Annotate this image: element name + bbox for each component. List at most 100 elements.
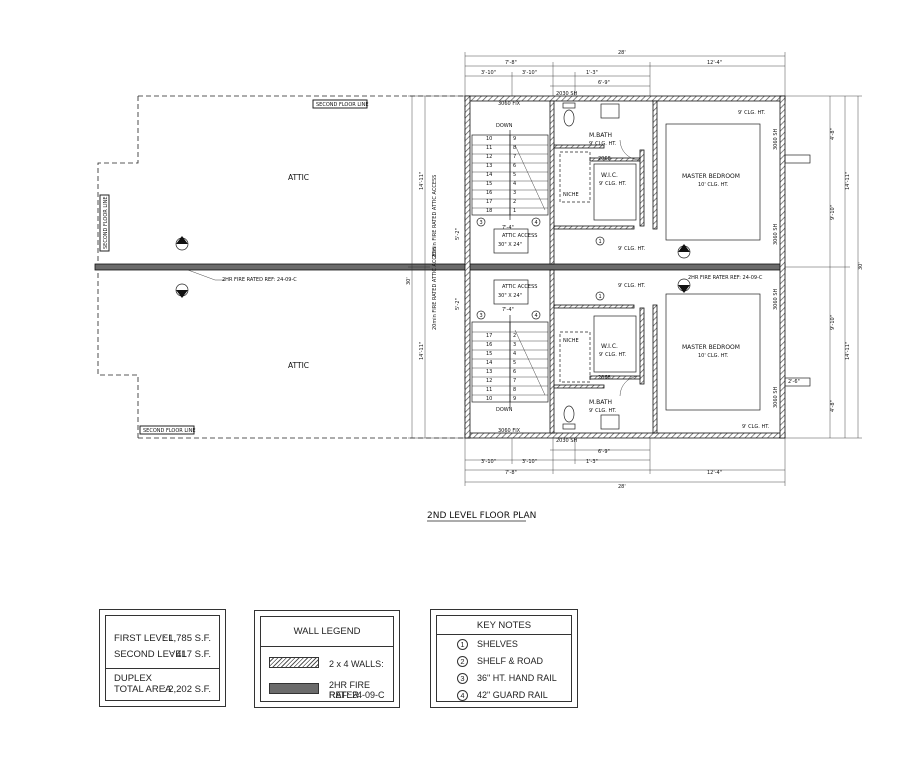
shower-lower xyxy=(559,331,591,383)
callout-4-upper: 4 xyxy=(531,217,541,227)
fire-wall-leader xyxy=(187,269,225,281)
walls-2x4-label: 2 x 4 WALLS: xyxy=(329,659,384,669)
svg-text:1: 1 xyxy=(599,294,602,300)
dimension-left xyxy=(408,95,465,439)
svg-text:30" X 24": 30" X 24" xyxy=(498,242,522,248)
key-note-text: 36" HT. HAND RAIL xyxy=(477,673,557,683)
callout-1-upper: 1 xyxy=(595,236,605,246)
svg-text:14'-11": 14'-11" xyxy=(419,342,425,360)
fire-rater-line2: REF: 24-09-C xyxy=(329,690,385,700)
svg-text:NICHE: NICHE xyxy=(563,338,579,344)
key-note-text: 42" GUARD RAIL xyxy=(477,690,548,700)
svg-text:4: 4 xyxy=(535,220,538,226)
svg-text:3060 SH: 3060 SH xyxy=(773,224,779,245)
second-floor-line-tag xyxy=(312,99,368,109)
svg-text:1: 1 xyxy=(599,239,602,245)
toilet-upper xyxy=(562,102,576,127)
shower-upper xyxy=(559,151,591,203)
svg-text:17: 17 xyxy=(486,333,492,339)
section-marker-right-upper xyxy=(677,244,691,259)
svg-text:15: 15 xyxy=(486,351,492,357)
fire-rated-attic-access-lower: 20min FIRE RATED ATTIC ACCESS xyxy=(432,247,438,330)
svg-text:7: 7 xyxy=(513,378,516,384)
svg-text:2: 2 xyxy=(513,333,516,339)
door-swing xyxy=(619,375,641,397)
wic-lower xyxy=(593,315,637,373)
svg-text:9'-10": 9'-10" xyxy=(830,205,836,220)
note-number-1: 1 xyxy=(457,638,468,650)
dimension-right xyxy=(785,95,862,439)
svg-text:6: 6 xyxy=(513,369,516,375)
key-note-1: 1 SHELVES xyxy=(457,637,518,651)
stair-down-lower: DOWN xyxy=(496,407,513,413)
svg-text:3060 SH: 3060 SH xyxy=(773,289,779,310)
svg-text:14'-11": 14'-11" xyxy=(845,342,851,360)
second-floor-line-side: SECOND FLOOR LINE xyxy=(103,196,109,249)
attic-outline xyxy=(97,95,466,439)
callout-3-upper: 3 xyxy=(476,217,486,227)
vanity-lower xyxy=(600,414,620,430)
svg-text:11: 11 xyxy=(486,145,492,151)
callout-1-lower: 1 xyxy=(595,291,605,301)
m-bath-label-upper: M.BATH xyxy=(589,132,612,139)
second-level-value: : 417 S.F. xyxy=(170,649,211,660)
svg-text:10' CLG. HT.: 10' CLG. HT. xyxy=(698,182,729,188)
callout-4-lower: 4 xyxy=(531,310,541,320)
svg-text:4'-8": 4'-8" xyxy=(830,400,836,412)
svg-text:4: 4 xyxy=(513,351,516,357)
second-floor-line-tag-lower xyxy=(139,425,195,435)
note-number-2: 2 xyxy=(457,655,468,667)
wic-upper xyxy=(593,163,637,221)
svg-text:2'-6": 2'-6" xyxy=(788,379,800,385)
attic-label-upper: ATTIC xyxy=(288,173,309,182)
svg-text:9' CLG. HT.: 9' CLG. HT. xyxy=(742,424,770,430)
total-area-label: TOTAL AREA xyxy=(114,684,172,695)
section-marker-lower xyxy=(175,283,189,298)
svg-text:5'-2": 5'-2" xyxy=(455,298,461,310)
dimension-top xyxy=(464,52,786,96)
svg-text:12'-4": 12'-4" xyxy=(707,60,722,66)
fire-rater-line1: 2HR FIRE RATER xyxy=(329,680,371,700)
key-note-2: 2 SHELF & ROAD xyxy=(457,654,543,668)
wall-legend-title: WALL LEGEND xyxy=(293,626,361,637)
svg-text:13: 13 xyxy=(486,163,492,169)
svg-text:3'-10": 3'-10" xyxy=(481,459,496,465)
svg-text:4'-8": 4'-8" xyxy=(830,128,836,140)
svg-text:ATTIC ACCESS: ATTIC ACCESS xyxy=(502,284,537,290)
svg-text:10: 10 xyxy=(486,396,492,402)
drawing-title: 2ND LEVEL FLOOR PLAN xyxy=(427,511,536,521)
toilet-lower xyxy=(562,405,576,430)
second-floor-line-upper: SECOND FLOOR LINE xyxy=(316,102,369,108)
m-bath-label-lower: M.BATH xyxy=(589,399,612,406)
svg-text:10' CLG. HT.: 10' CLG. HT. xyxy=(698,353,729,359)
svg-text:12: 12 xyxy=(486,154,492,160)
svg-text:7'-4": 7'-4" xyxy=(502,225,514,231)
stair-down-upper: DOWN xyxy=(496,123,513,129)
svg-text:2068: 2068 xyxy=(598,156,611,162)
svg-text:9' CLG. HT.: 9' CLG. HT. xyxy=(589,141,617,147)
svg-text:1'-3": 1'-3" xyxy=(586,70,598,76)
svg-text:W.I.C.: W.I.C. xyxy=(601,172,618,179)
attic-label-lower: ATTIC xyxy=(288,361,309,370)
key-notes: KEY NOTES 1 SHELVES 2 SHELF & ROAD 3 36"… xyxy=(430,609,578,708)
svg-text:W.I.C.: W.I.C. xyxy=(601,343,618,350)
svg-text:3'-10": 3'-10" xyxy=(522,459,537,465)
stair-upper xyxy=(471,130,549,220)
stair-numbers-lower-right: 2 3 4 5 6 7 8 9 xyxy=(513,333,516,402)
svg-text:3060 FIX: 3060 FIX xyxy=(498,428,521,434)
second-floor-line-lower: SECOND FLOOR LINE xyxy=(143,428,196,434)
area-table: FIRST LEVEL : 1,785 S.F. SECOND LEVEL : … xyxy=(99,609,226,707)
fire-wall-swatch xyxy=(269,683,319,694)
svg-text:6'-9": 6'-9" xyxy=(598,449,610,455)
second-floor-line-tag-side xyxy=(99,194,110,252)
svg-text:14'-11": 14'-11" xyxy=(419,172,425,190)
hatch-swatch xyxy=(269,657,319,668)
stair-numbers-upper-left: 10 11 12 13 14 15 16 17 18 xyxy=(486,136,492,214)
svg-text:30': 30' xyxy=(406,277,412,285)
svg-text:7'-4": 7'-4" xyxy=(502,307,514,313)
second-level-label: SECOND LEVEL xyxy=(114,649,187,660)
svg-text:9' CLG. HT.: 9' CLG. HT. xyxy=(738,110,766,116)
svg-text:7'-8": 7'-8" xyxy=(505,60,517,66)
fire-rated-ref-label: 2HR FIRE RATED REF: 24-09-C xyxy=(222,277,297,283)
